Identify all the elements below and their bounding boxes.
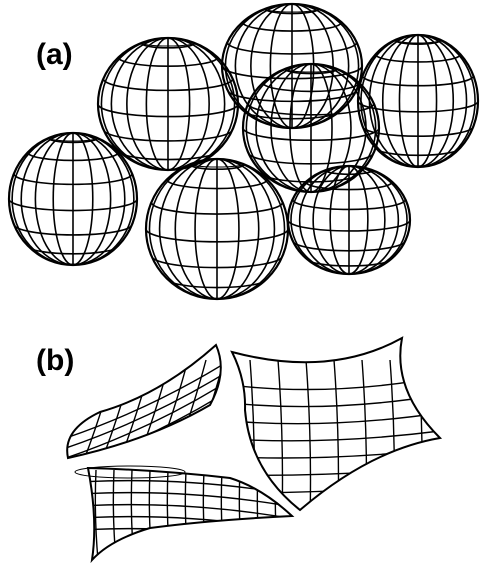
panel-a-sphere-packing	[9, 4, 478, 299]
sphere	[146, 159, 288, 299]
saddle-patch-bottom	[75, 466, 300, 560]
panel-a-label: (a)	[36, 38, 73, 71]
panel-b-label: (b)	[36, 344, 74, 377]
sphere	[9, 133, 137, 265]
saddle-patch-left	[60, 345, 260, 480]
panel-b-interstitial-surfaces	[60, 338, 440, 560]
sphere	[98, 38, 238, 170]
sphere	[243, 64, 379, 192]
